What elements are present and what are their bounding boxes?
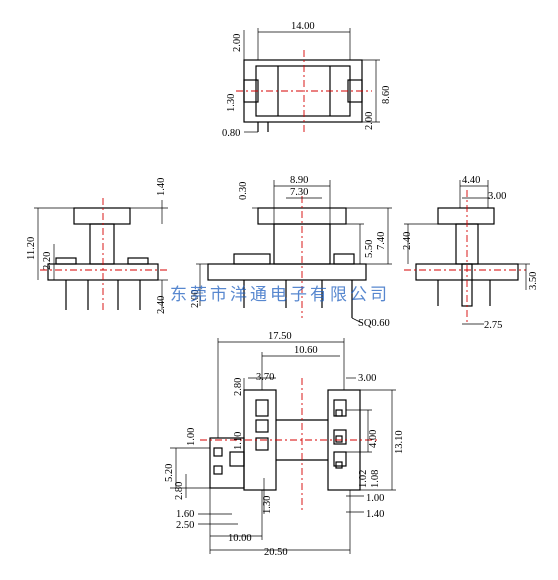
dim-left-top-flange: 1.40: [156, 178, 167, 196]
dim-bottom-h5: 2.80: [174, 482, 185, 500]
dim-left-pin: 2.40: [156, 296, 167, 314]
company-watermark: 东莞市洋通电子有限公司: [170, 285, 390, 305]
dim-top-flange: 2.00: [232, 34, 243, 52]
right-view: 4.40 3.00 2.40 3.50 2.75: [402, 175, 539, 331]
left-view: 11.20 2.20 1.40 2.40: [26, 178, 168, 314]
dim-bottom-r2: 1.40: [366, 509, 384, 520]
dim-bottom-h4: 5.20: [164, 464, 175, 482]
dim-bottom-total: 20.50: [264, 547, 288, 558]
bottom-view: 17.50 10.60 3.70 3.00 2.80 1.10 1.00 5.2…: [164, 331, 405, 558]
dim-top-slot: 1.30: [226, 94, 237, 112]
dim-bottom-span: 10.00: [228, 533, 252, 544]
front-view: 8.90 7.30 0.30 5.50 7.40 2.00 SQ0.60: [190, 175, 392, 329]
dim-bottom-inner: 10.60: [294, 345, 318, 356]
dim-bottom-h2: 1.10: [233, 432, 244, 450]
dim-top-height: 8.60: [381, 86, 392, 104]
dim-front-flange: 0.30: [238, 182, 249, 200]
dim-top-slot-right: 2.00: [364, 112, 375, 130]
dim-front-body: 5.50: [364, 240, 375, 258]
dim-front-pin: SQ0.60: [358, 318, 390, 329]
dim-bottom-h6: 4.00: [368, 430, 379, 448]
dim-bottom-h3: 1.00: [186, 428, 197, 446]
dim-bottom-r1: 1.00: [366, 493, 384, 504]
dim-right-pin: 3.50: [528, 272, 539, 290]
dim-front-height: 7.40: [376, 232, 387, 250]
dim-bottom-h7: 13.10: [394, 430, 405, 454]
dim-bottom-p2: 1.08: [370, 470, 381, 488]
dim-left-base: 2.20: [42, 252, 53, 270]
dim-right-top: 4.40: [462, 175, 480, 186]
dim-right-inner: 3.00: [488, 191, 506, 202]
dim-right-pitch: 2.75: [484, 320, 502, 331]
dim-bottom-h1: 2.80: [233, 378, 244, 396]
dim-top-width: 14.00: [291, 21, 315, 32]
dim-top-pin: 0.80: [222, 128, 240, 139]
dim-right-body: 2.40: [402, 232, 413, 250]
dim-bottom-w1: 3.70: [256, 372, 274, 383]
dim-bottom-w2: 3.00: [358, 373, 376, 384]
dim-bottom-p3: 1.30: [262, 496, 273, 514]
top-view: 14.00 2.00 8.60 1.30 2.00 0.80: [222, 21, 392, 139]
dim-bottom-b1: 1.60: [176, 509, 194, 520]
dim-bottom-p1: 1.02: [358, 470, 369, 488]
dim-front-base: 2.00: [190, 290, 201, 308]
dim-front-inner: 7.30: [290, 187, 308, 198]
dim-left-overall: 11.20: [26, 237, 37, 260]
dim-front-top-width: 8.90: [290, 175, 308, 186]
dim-bottom-b2: 2.50: [176, 520, 194, 531]
dim-bottom-overall: 17.50: [268, 331, 292, 342]
